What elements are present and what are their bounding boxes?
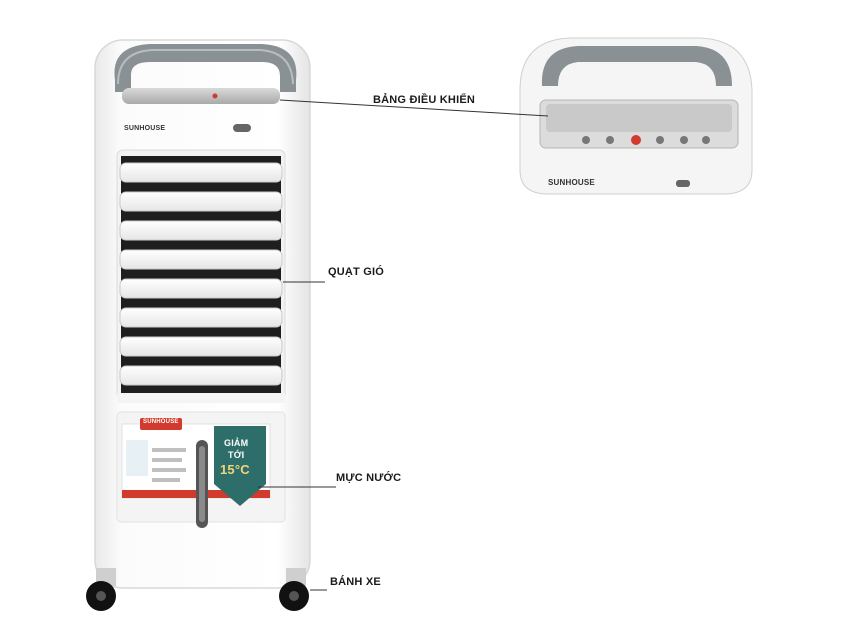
callout-wheels: BÁNH XE <box>330 576 381 588</box>
fan-louvers <box>119 162 283 386</box>
carry-handle <box>114 44 297 92</box>
badge-line3: 15°C <box>220 462 250 477</box>
sticker-brand-text: SUNHOUSE <box>143 419 179 425</box>
callout-control-panel: BẢNG ĐIỀU KHIỂN <box>373 94 476 106</box>
control-panel-strip <box>122 88 280 104</box>
callout-lines <box>258 99 549 591</box>
callout-water-level: MỰC NƯỚC <box>336 472 402 484</box>
panel-buttons <box>582 135 710 145</box>
closeup-brand-text: SUNHOUSE <box>548 178 595 187</box>
badge-line1: GIẢM <box>224 438 249 448</box>
control-panel-closeup <box>519 37 753 195</box>
wheels <box>86 568 309 611</box>
badge-line2: TỚI <box>228 450 245 460</box>
brand-logo-text: SUNHOUSE <box>124 125 166 132</box>
air-cooler-unit <box>86 39 311 611</box>
cooling-badge <box>214 426 266 506</box>
callout-fan: QUẠT GIÓ <box>328 266 384 278</box>
